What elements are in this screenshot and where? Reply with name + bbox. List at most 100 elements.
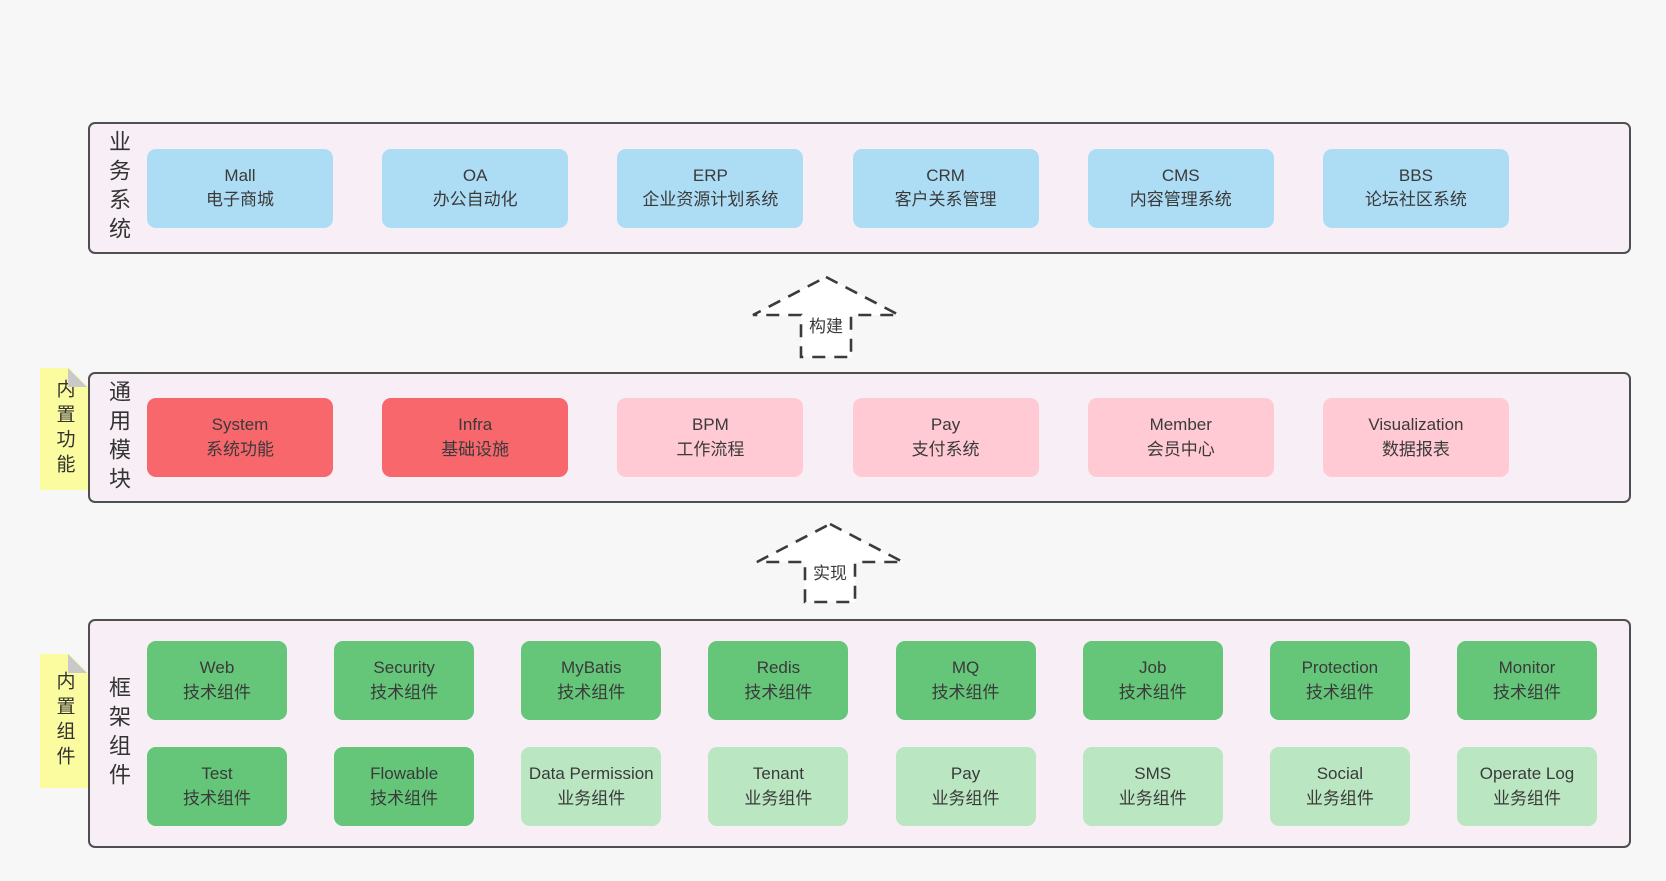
box-subtitle: 业务组件 xyxy=(744,788,813,808)
box-subtitle: 技术组件 xyxy=(1118,682,1187,702)
box-flowable: Flowable 技术组件 xyxy=(334,747,475,826)
box-title: BBS xyxy=(1398,165,1433,185)
box-subtitle: 技术组件 xyxy=(370,788,439,808)
box-oa: OA 办公自动化 xyxy=(382,148,569,228)
fold-corner-icon xyxy=(69,654,88,673)
implement-arrow: 实现 xyxy=(755,522,905,605)
box-social: Social 业务组件 xyxy=(1269,747,1410,826)
box-system: System 系统功能 xyxy=(147,398,333,477)
module-row: Mall 电子商城 OA 办公自动化 ERP 企业资源计划系统 CRM 客户关系管理 CMS 内容… xyxy=(147,148,1509,228)
build-arrow: 构建 xyxy=(751,275,901,360)
box-title: OA xyxy=(462,165,488,185)
box-title: Monitor xyxy=(1498,658,1556,678)
box-subtitle: 业务组件 xyxy=(931,788,1000,808)
box-title: Security xyxy=(373,658,435,678)
box-subtitle: 技术组件 xyxy=(557,682,626,702)
box-subtitle: 业务组件 xyxy=(557,788,626,808)
box-title: Pay xyxy=(930,415,961,435)
box-mybatis: MyBatis 技术组件 xyxy=(521,641,662,720)
box-web: Web 技术组件 xyxy=(147,641,287,720)
box-mall: Mall 电子商城 xyxy=(147,148,333,228)
box-subtitle: 技术组件 xyxy=(1492,682,1561,702)
box-subtitle: 会员中心 xyxy=(1146,439,1215,459)
implement-arrow-label: 实现 xyxy=(810,559,850,584)
box-title: Tenant xyxy=(752,764,804,784)
sticky-note-built-in-features: 内置功能 xyxy=(40,368,88,490)
box-title: System xyxy=(211,415,269,435)
box-cms: CMS 内容管理系统 xyxy=(1087,148,1274,228)
box-subtitle: 基础设施 xyxy=(441,439,510,459)
box-subtitle: 客户关系管理 xyxy=(894,190,997,209)
box-monitor: Monitor 技术组件 xyxy=(1456,641,1597,720)
box-title: ERP xyxy=(692,165,728,185)
box-subtitle: 系统功能 xyxy=(206,439,274,459)
box-title: Flowable xyxy=(370,764,439,784)
box-title: Social xyxy=(1316,764,1363,784)
box-title: Web xyxy=(199,658,235,678)
box-title: Infra xyxy=(458,415,493,435)
box-visualization: Visualization 数据报表 xyxy=(1322,398,1509,477)
box-title: Redis xyxy=(756,658,801,678)
box-protection: Protection 技术组件 xyxy=(1269,641,1410,720)
box-subtitle: 业务组件 xyxy=(1492,788,1561,808)
box-subtitle: 内容管理系统 xyxy=(1129,190,1232,209)
band-label-framework-components: 框架组件 xyxy=(106,675,131,792)
box-subtitle: 企业资源计划系统 xyxy=(642,190,779,209)
sticky-note-built-in-components: 内置组件 xyxy=(40,654,88,788)
box-subtitle: 技术组件 xyxy=(931,682,1000,702)
sticky-note-label: 内置组件 xyxy=(53,671,75,771)
box-redis: Redis 技术组件 xyxy=(708,641,849,720)
box-title: Mall xyxy=(224,165,256,185)
box-bbs: BBS 论坛社区系统 xyxy=(1322,148,1509,228)
box-member: Member 会员中心 xyxy=(1087,398,1274,477)
band-label-common-modules: 通用模块 xyxy=(106,379,131,496)
box-data-permission: Data Permission 业务组件 xyxy=(521,747,662,826)
box-title: Pay xyxy=(950,764,981,784)
band-label-business-systems: 业务系统 xyxy=(106,130,131,246)
box-title: Member xyxy=(1149,415,1212,435)
box-title: Data Permission xyxy=(528,764,654,784)
box-subtitle: 电子商城 xyxy=(206,190,274,209)
box-title: SMS xyxy=(1134,764,1172,784)
box-subtitle: 技术组件 xyxy=(183,682,251,702)
band-content: Mall 电子商城 OA 办公自动化 ERP 企业资源计划系统 CRM 客户关系管理 CMS 内容… xyxy=(147,124,1509,252)
box-infra: Infra 基础设施 xyxy=(382,398,569,477)
box-subtitle: 技术组件 xyxy=(1305,682,1374,702)
box-tenant: Tenant 业务组件 xyxy=(708,747,849,826)
box-subtitle: 工作流程 xyxy=(676,439,745,459)
box-crm: CRM 客户关系管理 xyxy=(852,148,1039,228)
build-arrow-label: 构建 xyxy=(806,312,846,337)
fold-corner-icon xyxy=(69,368,88,387)
box-pay: Pay 业务组件 xyxy=(895,747,1036,826)
box-operate-log: Operate Log 业务组件 xyxy=(1456,747,1597,826)
sticky-note-label: 内置功能 xyxy=(53,379,75,479)
band-business-systems: 业务系统 Mall 电子商城 OA 办公自动化 ERP 企业资源计划系统 CRM 客户关系管理… xyxy=(88,122,1631,254)
box-pay: Pay 支付系统 xyxy=(852,398,1039,477)
box-title: Operate Log xyxy=(1479,764,1575,784)
box-subtitle: 技术组件 xyxy=(370,682,439,702)
box-title: Protection xyxy=(1301,658,1379,678)
box-title: Test xyxy=(201,764,233,784)
box-subtitle: 技术组件 xyxy=(744,682,813,702)
box-title: MyBatis xyxy=(561,658,622,678)
box-subtitle: 论坛社区系统 xyxy=(1364,190,1467,209)
box-subtitle: 支付系统 xyxy=(911,439,980,459)
box-erp: ERP 企业资源计划系统 xyxy=(617,148,804,228)
box-title: CRM xyxy=(926,165,965,185)
box-subtitle: 办公自动化 xyxy=(432,190,518,209)
box-title: Visualization xyxy=(1368,415,1464,435)
box-subtitle: 数据报表 xyxy=(1381,439,1450,459)
box-subtitle: 业务组件 xyxy=(1305,788,1374,808)
box-security: Security 技术组件 xyxy=(334,641,475,720)
box-title: CMS xyxy=(1161,165,1200,185)
